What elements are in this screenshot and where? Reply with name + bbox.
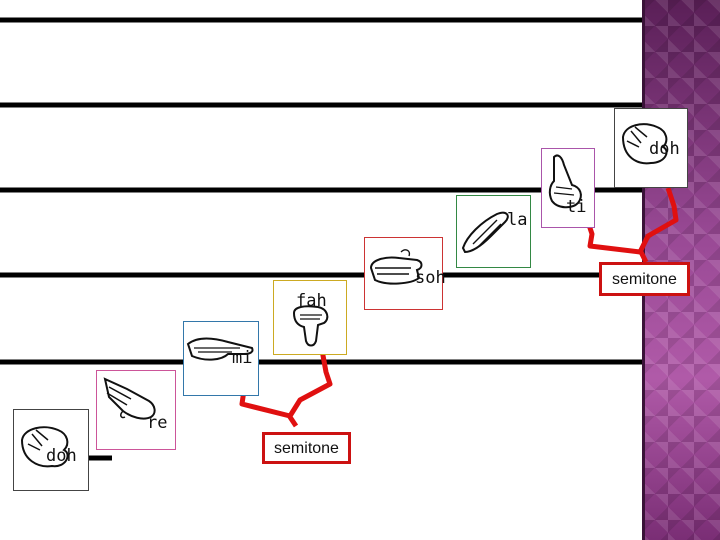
- pointing-hand-icon: [548, 154, 582, 209]
- note-label: mi: [232, 348, 253, 368]
- semitone-bracket: [581, 187, 679, 264]
- note-card-fah: fah: [273, 280, 347, 355]
- semitone-label-mi-fah: semitone: [262, 432, 351, 464]
- sloping-hand-icon: [103, 377, 156, 420]
- note-label: doh: [649, 139, 680, 159]
- note-card-la: la: [456, 195, 531, 268]
- thumb-down-hand-icon: [292, 305, 329, 347]
- note-label: re: [147, 413, 168, 433]
- fist-hand-icon: [20, 426, 69, 468]
- open-hand-icon: [369, 249, 423, 285]
- note-card-doh-low: doh: [13, 409, 89, 491]
- note-label: fah: [296, 291, 327, 311]
- semitone-label-ti-doh: semitone: [599, 262, 690, 296]
- note-label: ti: [566, 197, 587, 217]
- note-card-ti: ti: [541, 148, 595, 228]
- fist-hand-icon: [621, 123, 668, 165]
- note-card-soh: soh: [364, 237, 446, 310]
- note-label: doh: [46, 446, 77, 466]
- note-card-mi: mi: [183, 321, 259, 396]
- relaxed-hand-icon: [461, 211, 509, 254]
- note-card-doh-high: doh: [614, 108, 688, 188]
- flat-hand-icon: [186, 337, 254, 361]
- note-card-re: re: [96, 370, 176, 450]
- note-label: soh: [415, 268, 446, 288]
- note-label: la: [507, 210, 528, 230]
